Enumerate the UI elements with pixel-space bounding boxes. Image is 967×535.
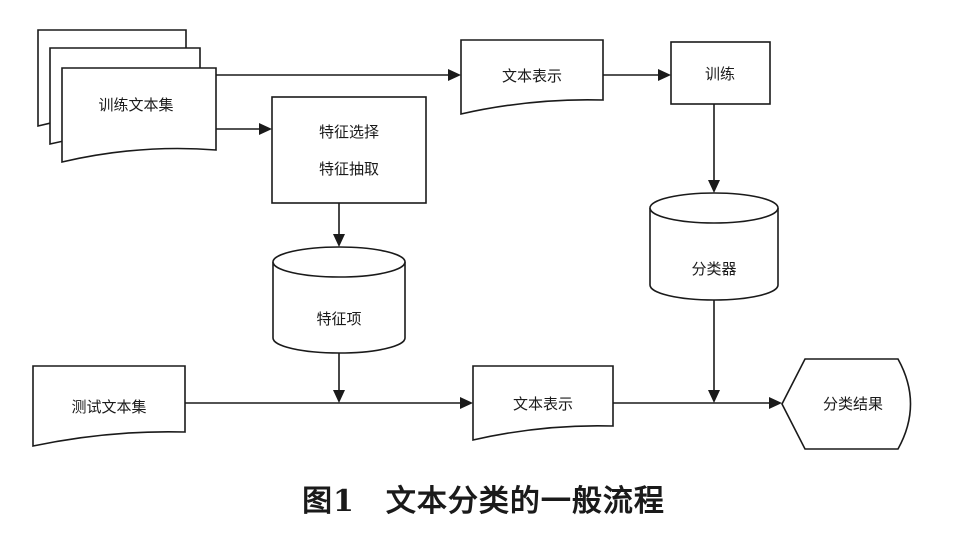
test-set-label: 测试文本集 <box>71 398 146 416</box>
arrowhead-icon <box>333 390 345 403</box>
arrowhead-icon <box>708 390 720 403</box>
arrowhead-icon <box>259 123 272 135</box>
text-classification-flowchart: 训练文本集 文本表示 训练 特征选择 特征抽取 分类器 特征项 测试文本集 文本… <box>32 29 912 450</box>
edges <box>185 69 782 409</box>
result-node: 分类结果 <box>781 358 912 450</box>
arrowhead-icon <box>769 397 782 409</box>
feature-selection-label: 特征选择 <box>319 123 379 141</box>
feature-items-label: 特征项 <box>316 310 361 328</box>
text-repr-bottom-label: 文本表示 <box>513 395 573 413</box>
classifier-label: 分类器 <box>691 260 736 278</box>
test-set-node: 测试文本集 <box>32 365 186 447</box>
feature-extraction-label: 特征抽取 <box>319 160 379 178</box>
arrowhead-icon <box>658 69 671 81</box>
figure-caption: 图1 文本分类的一般流程 <box>302 484 665 519</box>
arrowhead-icon <box>333 234 345 247</box>
text-repr-top-label: 文本表示 <box>502 67 562 85</box>
train-label: 训练 <box>705 65 735 83</box>
feature-process-node: 特征选择 特征抽取 <box>271 96 427 204</box>
feature-items-node: 特征项 <box>272 246 406 354</box>
training-set-node: 训练文本集 <box>37 29 217 164</box>
result-label: 分类结果 <box>823 395 883 413</box>
text-repr-bottom-node: 文本表示 <box>472 365 614 442</box>
arrowhead-icon <box>448 69 461 81</box>
train-node: 训练 <box>670 41 771 105</box>
text-repr-top-node: 文本表示 <box>460 39 604 116</box>
arrowhead-icon <box>460 397 473 409</box>
classifier-node: 分类器 <box>649 192 779 301</box>
training-set-label: 训练文本集 <box>98 96 173 114</box>
arrowhead-icon <box>708 180 720 193</box>
